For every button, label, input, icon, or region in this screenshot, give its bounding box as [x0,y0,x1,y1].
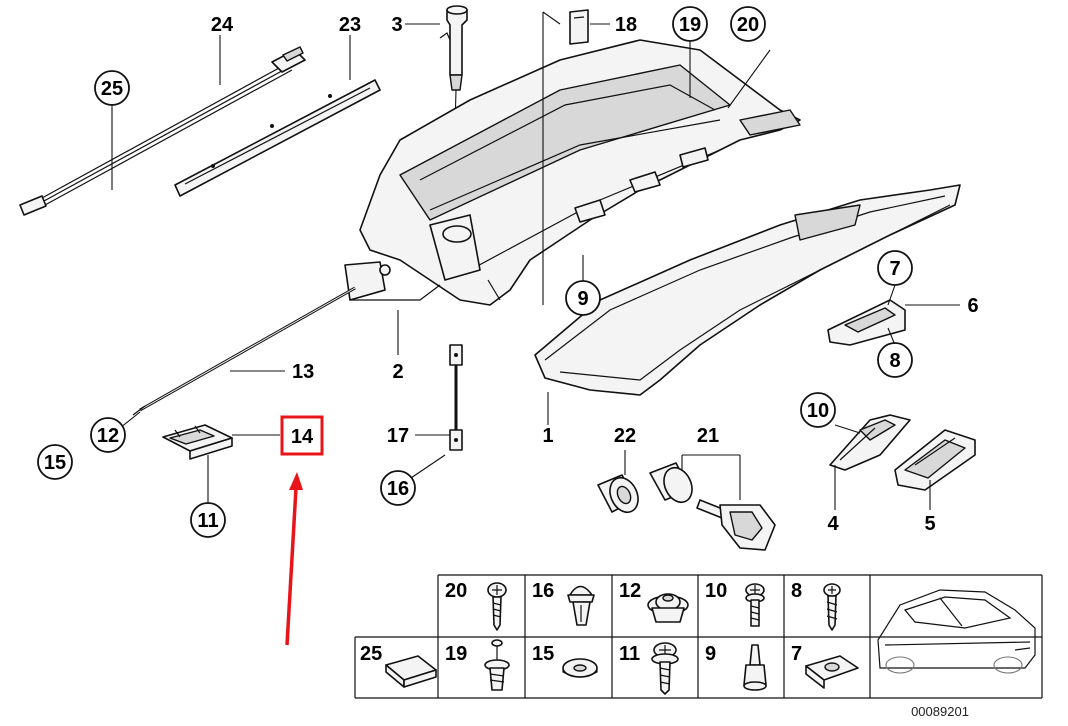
speed-nut-icon-7 [805,655,859,689]
legend-label-7: 7 [791,643,802,665]
callout-18: 18 [615,14,637,36]
callout-16: 16 [387,478,409,500]
callout-14: 14 [291,426,314,448]
fastener-legend-table: 20 16 12 10 8 25 19 15 11 9 7 [354,574,1043,699]
callout-5: 5 [924,513,935,535]
callout-21: 21 [697,425,719,447]
legend-label-19: 19 [445,643,467,665]
callout-6: 6 [967,295,978,317]
bolt-icon-11 [651,642,679,695]
legend-label-16: 16 [532,580,554,602]
highlight-box [280,415,324,456]
legend-label-11: 11 [619,643,640,665]
callout-11: 11 [197,510,218,532]
glovebox-housing-part [344,39,801,306]
hinge-part-5 [894,429,976,491]
callout-25: 25 [101,78,123,100]
callout-24: 24 [211,14,234,36]
legend-label-15: 15 [532,643,554,665]
callout-13: 13 [292,361,314,383]
circled-callouts: 25 19 20 9 7 8 10 12 15 11 16 [37,6,913,538]
legend-label-12: 12 [619,580,641,602]
lock-with-key-part-21 [649,462,776,551]
callout-20: 20 [737,14,759,36]
cable-harness-part [19,46,306,216]
washer-icon-15 [562,658,598,678]
callout-labels: 24 23 3 18 13 2 17 1 22 21 6 4 5 [211,14,979,535]
legend-label-8: 8 [791,580,802,602]
screw-icon-8 [823,583,841,631]
callout-19: 19 [679,14,701,36]
expansion-rivet-icon-19 [484,639,510,691]
callout-17: 17 [387,425,409,447]
callout-23: 23 [339,14,361,36]
legend-label-10: 10 [705,580,727,602]
bracket-part-14 [162,424,233,460]
callout-1: 1 [542,425,553,447]
callout-2: 2 [392,361,403,383]
latch-part [827,299,906,346]
car-outline-icon [877,589,1036,674]
legend-label-20: 20 [445,580,467,602]
red-arrow-head [289,472,303,490]
callout-7: 7 [889,258,900,280]
glovebox-lid-part [534,184,961,396]
callout-3: 3 [391,14,402,36]
callout-12: 12 [97,425,119,447]
rail-part [174,79,381,197]
highlighted-callout: 14 [280,415,324,646]
callout-15: 15 [44,452,66,474]
foam-pad-icon-25 [385,655,437,688]
lock-cylinder-part-22 [597,474,639,514]
stud-icon-9 [743,644,767,691]
grommet-icon-12 [647,593,689,623]
callout-10: 10 [807,400,829,422]
bolt-icon-10 [745,583,765,627]
callout-22: 22 [614,425,636,447]
red-arrow-shaft [285,487,298,646]
link-part [449,344,463,451]
screw-icon-20 [487,582,507,631]
image-reference-number: 00089201 [911,704,969,719]
callout-8: 8 [889,350,900,372]
clip-part [569,9,589,45]
callout-9: 9 [577,288,588,310]
legend-label-9: 9 [705,643,716,665]
push-pin-icon-16 [567,585,595,626]
hinge-part-4 [829,414,911,471]
legend-label-25: 25 [360,643,382,665]
rod-part [132,286,356,416]
callout-4: 4 [827,513,839,535]
